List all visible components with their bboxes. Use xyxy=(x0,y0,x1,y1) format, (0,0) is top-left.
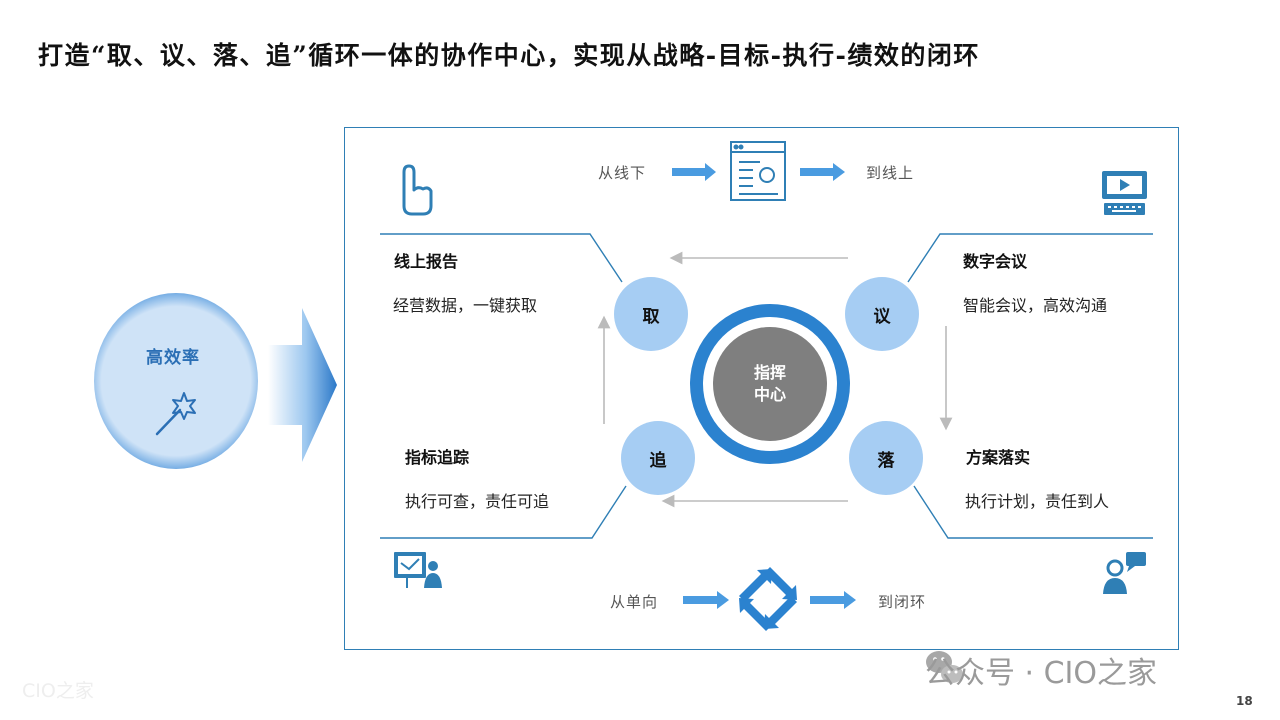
section-desc-plan-execution: 执行计划，责任到人 xyxy=(965,492,1110,511)
bottom-flow-arrows xyxy=(683,591,856,609)
node-qu: 取 xyxy=(614,277,688,351)
section-desc-metric-tracking: 执行可查，责任可追 xyxy=(405,492,550,511)
efficiency-circle xyxy=(94,293,258,469)
section-header-digital-meeting: 数字会议 xyxy=(963,252,1028,271)
wechat-icon xyxy=(926,651,963,683)
efficiency-label: 高效率 xyxy=(146,348,200,368)
section-desc-digital-meeting: 智能会议，高效沟通 xyxy=(963,296,1108,315)
section-desc-online-report: 经营数据，一键获取 xyxy=(393,296,538,315)
node-zhui: 追 xyxy=(621,421,695,495)
section-header-plan-execution: 方案落实 xyxy=(966,448,1031,467)
document-report-icon xyxy=(730,141,786,201)
top-flow-to: 到线上 xyxy=(866,164,915,182)
presentation-icon xyxy=(394,552,442,588)
command-center-hub: 指挥 中心 xyxy=(713,327,827,441)
section-header-metric-tracking: 指标追踪 xyxy=(405,448,470,467)
hub-label-line2: 中心 xyxy=(753,385,786,404)
recycle-loop-icon xyxy=(739,567,797,631)
page-number: 18 xyxy=(1236,694,1253,708)
bottom-flow-to: 到闭环 xyxy=(878,593,927,611)
computer-video-icon xyxy=(1102,171,1147,215)
section-header-online-report: 线上报告 xyxy=(394,252,459,271)
big-arrow xyxy=(268,308,337,462)
node-luo: 落 xyxy=(849,421,923,495)
hub-label-line1: 指挥 xyxy=(753,363,786,382)
hand-pointer-icon xyxy=(402,164,433,216)
diagram-frame xyxy=(344,127,1179,650)
bottom-flow-from: 从单向 xyxy=(610,593,659,611)
node-yi: 议 xyxy=(845,277,919,351)
top-flow-from: 从线下 xyxy=(598,164,647,182)
corner-watermark: CIO之家 xyxy=(22,680,94,702)
magic-wand-icon xyxy=(155,392,196,436)
top-flow-arrows xyxy=(672,163,845,181)
page-title: 打造“取、议、落、追”循环一体的协作中心，实现从战略-目标-执行-绩效的闭环 xyxy=(38,41,980,70)
wechat-watermark: 公众号 · CIO之家 xyxy=(925,656,1158,691)
user-chat-icon xyxy=(1103,552,1146,594)
